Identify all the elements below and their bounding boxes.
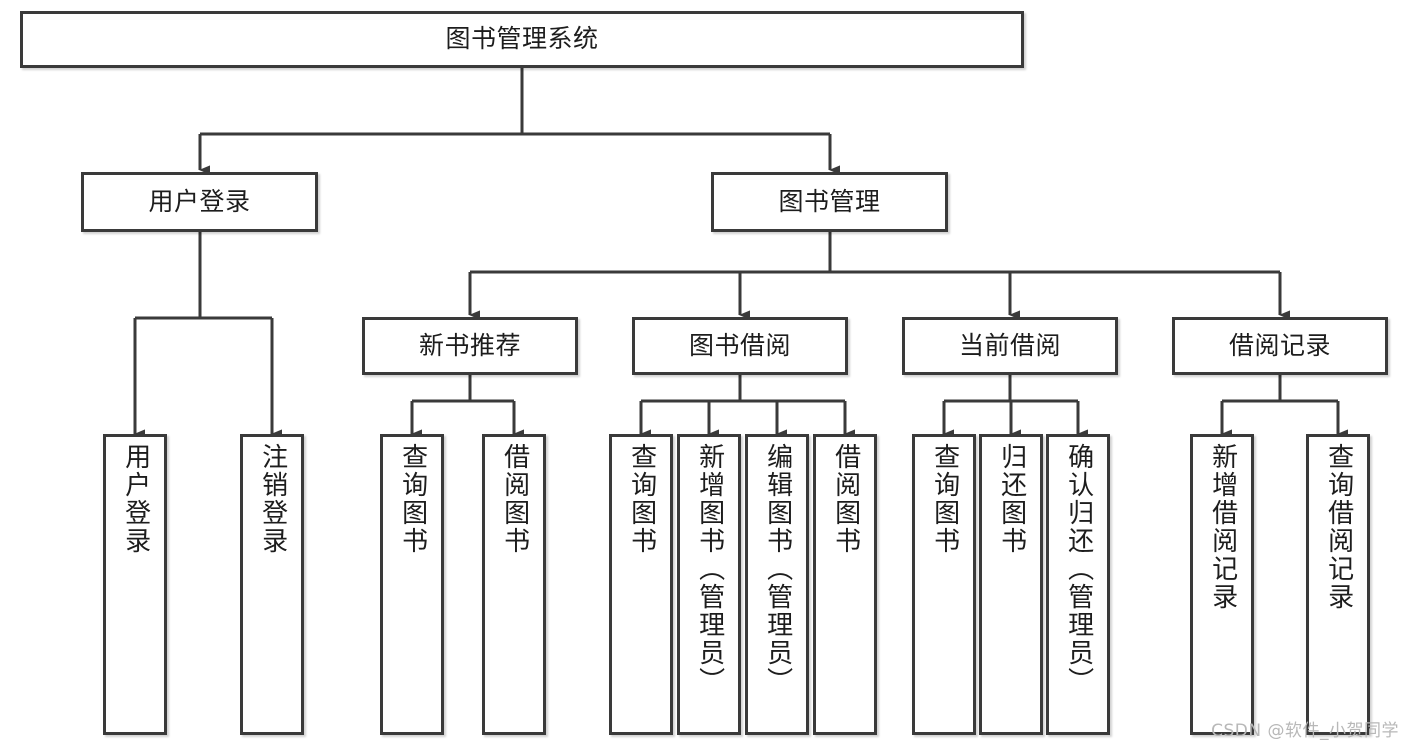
watermark: CSDN @软件_小贺同学 (1211, 721, 1399, 741)
node-label: 图书借阅 (688, 330, 791, 360)
node-label: 查询图书 (626, 443, 657, 555)
leaf-record-add-record[interactable]: 新增借阅记录 (1190, 434, 1254, 735)
node-label: 图书管理系统 (445, 24, 599, 54)
node-user-login[interactable]: 用户登录 (81, 172, 318, 232)
node-label: 新书推荐 (418, 330, 521, 360)
node-label: 新增借阅记录 (1207, 443, 1238, 611)
node-label: 用户登录 (120, 443, 151, 555)
leaf-recommend-borrow-book[interactable]: 借阅图书 (482, 434, 546, 735)
node-label: 图书管理 (778, 186, 881, 216)
leaf-recommend-query-book[interactable]: 查询图书 (380, 434, 444, 735)
leaf-user-login-login[interactable]: 用户登录 (103, 434, 167, 735)
node-label: 新增图书（管理员） (694, 443, 725, 695)
leaf-borrow-borrow-book[interactable]: 借阅图书 (813, 434, 877, 735)
node-borrow-record[interactable]: 借阅记录 (1172, 317, 1388, 375)
node-label: 编辑图书（管理员） (762, 443, 793, 695)
node-label: 借阅记录 (1228, 330, 1331, 360)
node-label: 查询图书 (397, 443, 428, 555)
leaf-borrow-query-book[interactable]: 查询图书 (609, 434, 673, 735)
node-label: 借阅图书 (830, 443, 861, 555)
node-new-book-recommend[interactable]: 新书推荐 (362, 317, 578, 375)
node-label: 归还图书 (996, 443, 1027, 555)
node-label: 用户登录 (148, 186, 251, 216)
leaf-user-login-logout[interactable]: 注销登录 (240, 434, 304, 735)
leaf-current-return-book[interactable]: 归还图书 (979, 434, 1043, 735)
leaf-record-query-record[interactable]: 查询借阅记录 (1306, 434, 1370, 735)
node-label: 当前借阅 (958, 330, 1061, 360)
node-label: 查询借阅记录 (1323, 443, 1354, 611)
node-label: 查询图书 (929, 443, 960, 555)
leaf-current-confirm-return-admin[interactable]: 确认归还（管理员） (1046, 434, 1110, 735)
node-book-management[interactable]: 图书管理 (711, 172, 948, 232)
leaf-borrow-add-book-admin[interactable]: 新增图书（管理员） (677, 434, 741, 735)
node-label: 注销登录 (257, 443, 288, 555)
leaf-borrow-edit-book-admin[interactable]: 编辑图书（管理员） (745, 434, 809, 735)
node-book-borrow[interactable]: 图书借阅 (632, 317, 848, 375)
node-label: 借阅图书 (499, 443, 530, 555)
node-current-borrow[interactable]: 当前借阅 (902, 317, 1118, 375)
node-label: 确认归还（管理员） (1063, 443, 1094, 695)
node-root-system[interactable]: 图书管理系统 (20, 11, 1024, 68)
leaf-current-query-book[interactable]: 查询图书 (912, 434, 976, 735)
